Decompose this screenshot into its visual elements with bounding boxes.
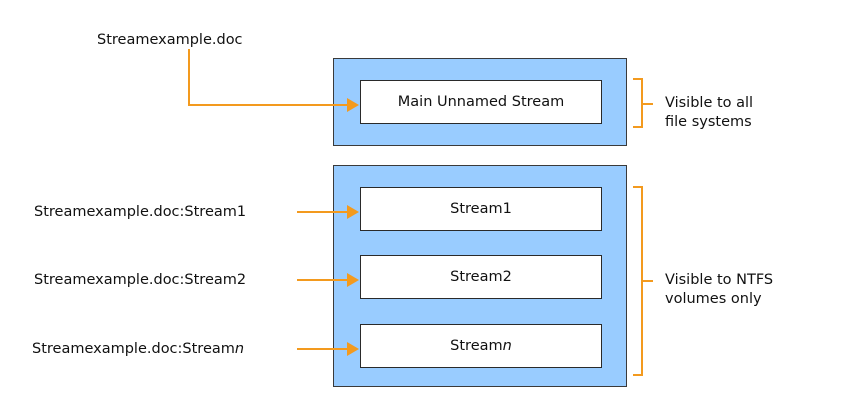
- arrow-main-horizontal: [188, 104, 348, 106]
- arrow-stream2-head: [347, 273, 359, 287]
- note-visible-to-ntfs-line1: Visible to NTFS: [665, 272, 774, 288]
- note-visible-to-all-line2: file systems: [665, 114, 752, 130]
- stream1-box: Stream1: [360, 187, 602, 231]
- arrow-main-vertical: [188, 49, 190, 106]
- arrow-stream2-line: [297, 279, 348, 281]
- arrow-stream1-head: [347, 205, 359, 219]
- bracket-all-file-systems-tick: [643, 103, 653, 105]
- bracket-ntfs-only-tick: [643, 280, 653, 282]
- arrow-streamn-line: [297, 348, 348, 350]
- file-label-main: Streamexample.doc: [97, 32, 243, 48]
- bracket-ntfs-only: [633, 186, 643, 376]
- arrow-stream1-line: [297, 211, 348, 213]
- main-unnamed-stream-label: Main Unnamed Stream: [397, 94, 565, 110]
- streamn-box: Streamn: [360, 324, 602, 368]
- arrow-streamn-head: [347, 342, 359, 356]
- stream2-box: Stream2: [360, 255, 602, 299]
- file-label-streamn: Streamexample.doc:Streamn: [32, 341, 245, 357]
- note-visible-to-all-line1: Visible to all: [665, 95, 754, 111]
- arrow-main-head: [347, 98, 359, 112]
- stream1-label: Stream1: [450, 201, 512, 217]
- note-visible-to-ntfs-line2: volumes only: [665, 291, 762, 307]
- file-label-stream2: Streamexample.doc:Stream2: [34, 272, 247, 288]
- streamn-label: Streamn: [450, 338, 512, 354]
- stream2-label: Stream2: [450, 269, 512, 285]
- file-label-stream1: Streamexample.doc:Stream1: [34, 204, 247, 220]
- note-visible-to-all: Visible to all file systems: [665, 94, 753, 132]
- main-unnamed-stream-box: Main Unnamed Stream: [360, 80, 602, 124]
- bracket-all-file-systems: [633, 78, 643, 128]
- note-visible-to-ntfs: Visible to NTFS volumes only: [665, 271, 773, 309]
